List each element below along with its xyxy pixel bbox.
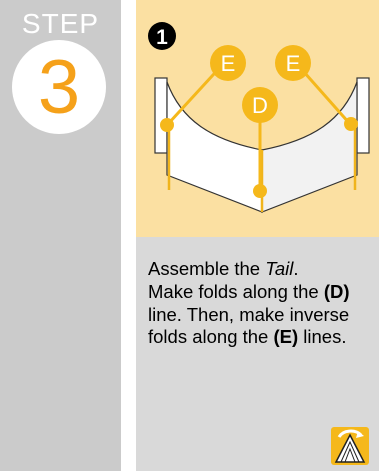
tail-fold-illustration: E E D 1: [148, 22, 370, 213]
label-bubble-center: [242, 87, 278, 123]
instruction-text: Assemble the Tail.Make folds along the (…: [148, 258, 376, 349]
sub-step-badge: [148, 22, 176, 50]
rotate-model-icon: [331, 427, 369, 465]
sub-step-number: 1: [156, 26, 168, 49]
instruction-line1-post: .: [293, 258, 299, 279]
instruction-line1-pre: Assemble the: [148, 258, 266, 279]
instruction-tail-term: Tail: [265, 258, 294, 279]
label-e-right: E: [286, 51, 301, 76]
step-panel: STEP 3: [0, 0, 121, 471]
step-number: 3: [37, 45, 81, 130]
label-bubble-right: [275, 45, 311, 81]
instruction-d-term: (D): [323, 280, 350, 302]
callout-dot-left: [160, 118, 174, 132]
right-side-flap: [356, 77, 370, 154]
instruction-line2-pre: Make folds along the: [148, 280, 324, 302]
label-d-center: D: [252, 93, 268, 118]
left-side-flap: [154, 77, 168, 154]
fold-diagram: E E D 1: [136, 0, 379, 237]
instruction-line3-post: lines.: [298, 326, 347, 348]
callout-dot-right: [344, 117, 358, 131]
instruction-e-term: (E): [273, 326, 299, 348]
step-number-badge: 3: [12, 40, 106, 134]
step-label: STEP: [21, 8, 100, 39]
label-e-left: E: [221, 51, 236, 76]
instruction-card: E E D 1 Assemble the Tail.Make folds alo…: [136, 0, 379, 471]
label-bubble-left: [210, 45, 246, 81]
callout-dot-center: [253, 184, 267, 198]
instruction-line2-post: line. Then, make inverse folds along the: [148, 303, 350, 348]
